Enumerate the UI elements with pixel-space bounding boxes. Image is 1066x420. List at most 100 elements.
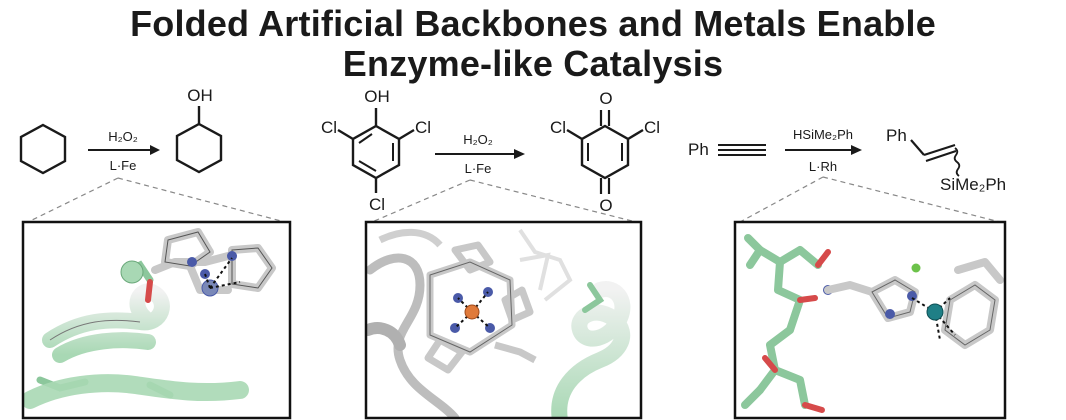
- reaction3-reagent-top: HSiMe₂Ph: [793, 127, 853, 142]
- panel3-peptide-3: [756, 326, 794, 394]
- panel3-frame: [733, 220, 1007, 420]
- trichlorophenol-cl-left-bond: [337, 128, 354, 141]
- panel3-nitrogen-1: [907, 291, 917, 301]
- panel3-coord-4: [911, 297, 936, 313]
- vinylsilane-si: SiMe₂Ph: [940, 175, 1006, 194]
- phenylacetylene-ph: Ph: [688, 140, 709, 159]
- panel1-helix-edge: [49, 319, 141, 341]
- panel1-coord-2: [209, 281, 241, 289]
- panel2-structure: [364, 220, 643, 420]
- reaction2-reagent-bottom: L·Fe: [465, 161, 492, 176]
- panel3-rhodium-atom: [926, 303, 944, 321]
- panel1-frame: [21, 220, 292, 420]
- quinone-o-bottom: O: [599, 196, 612, 215]
- trichlorophenol-double-bond-3: [358, 133, 373, 144]
- panel2-pyrrole-2: [501, 286, 534, 324]
- panel3-coord-3: [934, 311, 941, 341]
- panel2-frame: [364, 220, 643, 420]
- panel3-nitrogen-2: [885, 309, 895, 319]
- quinone-cl-left: Cl: [550, 118, 566, 137]
- panel3-structure: [733, 220, 1007, 420]
- zoom-line-panel2-left: [371, 179, 471, 223]
- panel2-green-sidechain: [582, 282, 605, 313]
- panel1-helix-ribbon: [42, 283, 170, 363]
- figure-title-line1: Folded Artificial Backbones and Metals E…: [130, 3, 936, 44]
- vinylsilane-ph: Ph: [886, 126, 907, 145]
- zoom-line-panel2-right: [469, 179, 637, 223]
- panel3-peptide-1: [756, 246, 822, 269]
- zoom-lines: [27, 176, 1001, 223]
- reaction3-scheme: Ph HSiMe₂Ph L·Rh Ph SiMe₂Ph: [688, 126, 1006, 194]
- trichlorophenol-cl-left: Cl: [321, 118, 337, 137]
- cyclohexanol-oh-label: OH: [187, 86, 213, 105]
- panel3-peptide-2: [774, 258, 804, 334]
- panel2-helix-ribbon: [551, 281, 631, 418]
- trichlorophenol-double-bond-2: [358, 160, 377, 172]
- panel2-coord-2: [471, 291, 489, 313]
- panel2-sidechain-right: [518, 228, 573, 302]
- trichlorophenol-cl-bottom: Cl: [369, 195, 385, 214]
- reaction2-arrowhead: [514, 149, 525, 159]
- panel2-pyrrole-3: [424, 336, 466, 374]
- zoom-line-panel3-left: [739, 176, 824, 223]
- trichlorophenol-oh-label: OH: [364, 87, 390, 106]
- reaction1-scheme: H₂O₂ L·Fe OH: [19, 86, 223, 175]
- vinyl-double-bond-a: [923, 143, 956, 157]
- panel1-green-bead: [120, 260, 144, 284]
- vinyl-bond-1: [910, 139, 925, 156]
- panel2-loop-2: [378, 228, 443, 248]
- reaction1-arrowhead: [150, 145, 160, 155]
- trichlorophenol-cl-right-bond: [398, 128, 415, 141]
- panel2-sidechain-right-2: [519, 252, 551, 291]
- panel1-carbonyl: [145, 279, 153, 303]
- panel1-pyridine-1-outline: [164, 231, 211, 267]
- trichlorophenol-cl-right: Cl: [415, 118, 431, 137]
- zoom-line-panel1-left: [27, 177, 119, 223]
- panel3-peptide-4: [771, 366, 809, 409]
- panel2-arm: [494, 341, 537, 364]
- panel2-coord-3: [454, 311, 473, 329]
- zoom-line-panel1-right: [117, 177, 286, 223]
- reaction3-arrowhead: [851, 145, 862, 155]
- reaction1-reagent-top: H₂O₂: [108, 129, 138, 144]
- panel1-helix-ribbon-lower: [23, 374, 249, 409]
- panel1-structure: [21, 220, 292, 420]
- reaction3-reagent-bottom: L·Rh: [809, 159, 837, 174]
- panel3-cod-outline: [944, 284, 996, 346]
- panel3-oxygen-4: [802, 402, 825, 413]
- panel1-coord-1: [209, 257, 233, 289]
- vinyl-double-bond-b: [925, 150, 957, 162]
- reaction2-scheme: OH Cl Cl Cl H₂O₂ L·Fe O O Cl Cl: [321, 87, 660, 215]
- panel3-oxygen-2: [797, 295, 818, 303]
- panel3-oxygen-3: [762, 355, 778, 373]
- reaction1-reagent-bottom: L·Fe: [110, 158, 137, 173]
- quinone-cl-left-bond: [566, 128, 583, 141]
- panel3-peptide-5: [744, 234, 764, 269]
- reaction2-reagent-top: H₂O₂: [463, 132, 493, 147]
- panel2-iron-atom: [464, 304, 480, 320]
- quinone-o-top: O: [599, 89, 612, 108]
- panel3-chloride: [911, 263, 921, 273]
- panel1-arm: [186, 262, 232, 294]
- cyclohexanol-ring: [175, 122, 223, 174]
- panel1-nitrogen-2: [227, 251, 237, 261]
- panel3-oxygen-1: [815, 249, 831, 268]
- panel3-cod-inner: [954, 258, 1004, 284]
- panel2-loop-1: [366, 253, 460, 418]
- figure-title-line2: Enzyme-like Catalysis: [342, 43, 724, 84]
- cyclohexane-ring: [19, 123, 67, 175]
- panel3-coord-2: [934, 311, 956, 336]
- panel1-coord-3: [204, 273, 211, 289]
- wavy-bond: [953, 147, 961, 177]
- panel2-porphyrin-outline: [429, 261, 513, 353]
- quinone-cl-right: Cl: [644, 118, 660, 137]
- panel1-nitrogen-1: [187, 257, 197, 267]
- panel3-peptide-6: [741, 386, 764, 409]
- quinone-cl-right-bond: [627, 128, 644, 141]
- zoom-line-panel3-right: [822, 176, 1001, 223]
- panel3-linker: [824, 281, 876, 296]
- panel2-loop-3: [366, 322, 406, 351]
- panel1-pyridine-2-outline: [231, 247, 273, 289]
- panel2-coord-4: [471, 311, 491, 329]
